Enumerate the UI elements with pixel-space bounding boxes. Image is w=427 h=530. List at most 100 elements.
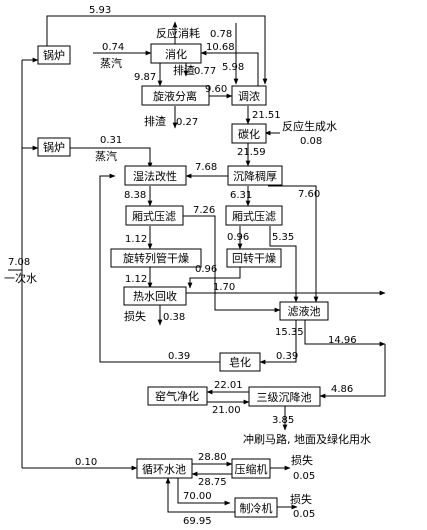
node-cyclone-label: 旋液分离 (153, 89, 197, 103)
node-carbonation-label: 碳化 (238, 127, 260, 141)
value-22.01: 22.01 (214, 380, 243, 391)
value-0.39a: 0.39 (168, 351, 190, 362)
flow-0.39b (259, 320, 297, 365)
value-0.96b: 0.96 (195, 264, 217, 275)
value-14.96: 14.96 (328, 335, 357, 346)
node-slaking-label: 消化 (165, 47, 187, 61)
value-28.75: 28.75 (198, 477, 227, 488)
value-21.59: 21.59 (237, 147, 266, 158)
label-loss3: 损失 (290, 492, 312, 506)
node-drum-dryer: 回转干燥 (226, 248, 282, 268)
node-third-settle: 三级沉降池 (248, 386, 321, 407)
node-rotary-dryer: 旋转列管干燥 (110, 248, 202, 268)
value-0.39b: 0.39 (276, 351, 298, 362)
flow-69.95 (165, 477, 235, 513)
label-reaction-consume: 反应消耗 (156, 26, 200, 40)
value-0.38: 0.38 (163, 312, 185, 323)
value-0.08: 0.08 (300, 136, 322, 147)
node-drum-dryer-label: 回转干燥 (232, 251, 276, 265)
value-7.26: 7.26 (193, 205, 215, 216)
value-7.60: 7.60 (298, 189, 320, 200)
node-hot-water-recovery-label: 热水回收 (133, 289, 177, 303)
text-labels: 反应消耗 蒸汽 排渣 排渣 反应生成水 蒸汽 损失 一次水 冲刷马路, 地面及绿… (4, 26, 371, 506)
node-settle-thicken: 沉降稠厚 (227, 165, 283, 186)
value-0.05a: 0.05 (293, 471, 315, 482)
flow-5.35 (269, 226, 299, 303)
node-slaking: 消化 (150, 43, 202, 64)
flow-7.26 (183, 215, 281, 313)
value-0.74: 0.74 (102, 42, 124, 53)
value-5.35: 5.35 (272, 232, 294, 243)
node-boiler2: 锅炉 (37, 137, 71, 157)
node-chiller: 制冷机 (234, 497, 278, 518)
label-slag1: 排渣 (173, 63, 195, 77)
value-0.31: 0.31 (100, 135, 122, 146)
value-0.05b: 0.05 (293, 509, 315, 520)
node-filter-press1-label: 厢式压滤 (132, 210, 176, 223)
value-1.70: 1.70 (213, 282, 235, 293)
label-loss2: 损失 (291, 453, 313, 467)
flow-10.68 (200, 50, 259, 90)
node-kiln-gas-label: 窑气净化 (155, 389, 199, 403)
node-wet-modify: 湿法改性 (124, 165, 187, 186)
value-70.00: 70.00 (183, 491, 212, 502)
node-filter-press1: 厢式压滤 (125, 205, 184, 226)
node-carbonation: 碳化 (231, 123, 267, 144)
value-3.85: 3.85 (272, 415, 294, 426)
node-kiln-gas: 窑气净化 (147, 386, 208, 406)
value-0.78: 0.78 (210, 29, 232, 40)
node-chiller-label: 制冷机 (240, 501, 273, 515)
label-reaction-water: 反应生成水 (282, 119, 337, 133)
node-compressor: 压缩机 (231, 458, 271, 479)
node-third-settle-label: 三级沉降池 (257, 390, 312, 404)
label-steam1: 蒸汽 (100, 56, 122, 70)
node-filter-press2: 厢式压滤 (225, 205, 283, 226)
flow-values: 5.93 0.78 0.74 10.68 9.87 0.77 5.98 9.60… (8, 5, 357, 527)
node-compressor-label: 压缩机 (235, 462, 268, 476)
node-cyclone: 旋液分离 (141, 85, 210, 106)
value-1.12b: 1.12 (125, 274, 147, 285)
value-0.77: 0.77 (194, 66, 216, 77)
node-filter-press2-label: 厢式压滤 (232, 210, 276, 223)
value-9.60: 9.60 (205, 84, 227, 95)
value-28.80: 28.80 (198, 452, 227, 463)
node-adjust: 调浓 (231, 85, 267, 106)
node-circ-pool: 循环水池 (136, 458, 193, 479)
value-7.08: 7.08 (8, 257, 30, 268)
value-9.87: 9.87 (134, 72, 156, 83)
value-21.51: 21.51 (252, 110, 281, 121)
value-10.68: 10.68 (206, 42, 235, 53)
value-6.31: 6.31 (230, 190, 252, 201)
label-steam2: 蒸汽 (95, 149, 117, 163)
value-5.93: 5.93 (89, 5, 111, 16)
node-filtrate-pool-label: 滤液池 (288, 304, 321, 318)
node-adjust-label: 调浓 (238, 90, 260, 103)
value-4.86: 4.86 (331, 384, 353, 395)
value-5.98: 5.98 (222, 62, 244, 73)
flow-lines (8, 15, 386, 513)
value-15.35: 15.35 (275, 327, 304, 338)
label-primary-water: 一次水 (4, 271, 37, 285)
value-0.96a: 0.96 (227, 232, 249, 243)
node-boiler1: 锅炉 (37, 45, 71, 65)
label-flushing: 冲刷马路, 地面及绿化用水 (243, 432, 371, 446)
flow-4.86 (319, 344, 386, 399)
value-1.12a: 1.12 (125, 234, 147, 245)
label-slag2: 排渣 (144, 114, 166, 128)
label-loss1: 损失 (124, 309, 146, 323)
node-hot-water-recovery: 热水回收 (123, 286, 187, 306)
value-21.00: 21.00 (212, 405, 241, 416)
node-settle-thicken-label: 沉降稠厚 (233, 169, 277, 183)
node-wet-modify-label: 湿法改性 (133, 169, 177, 183)
value-0.27: 0.27 (176, 117, 198, 128)
flow-70.00 (177, 478, 231, 506)
process-boxes: 锅炉 消化 旋液分离 调浓 碳化 锅炉 湿法改性 沉降稠厚 (37, 43, 329, 518)
flow-5.93 (46, 15, 268, 85)
node-saponify: 皂化 (219, 352, 261, 372)
flow-0.96b (187, 267, 241, 289)
flow-15.35 (304, 320, 386, 347)
value-7.68: 7.68 (195, 162, 217, 173)
value-8.38: 8.38 (124, 190, 146, 201)
flow-7.60 (268, 185, 319, 303)
